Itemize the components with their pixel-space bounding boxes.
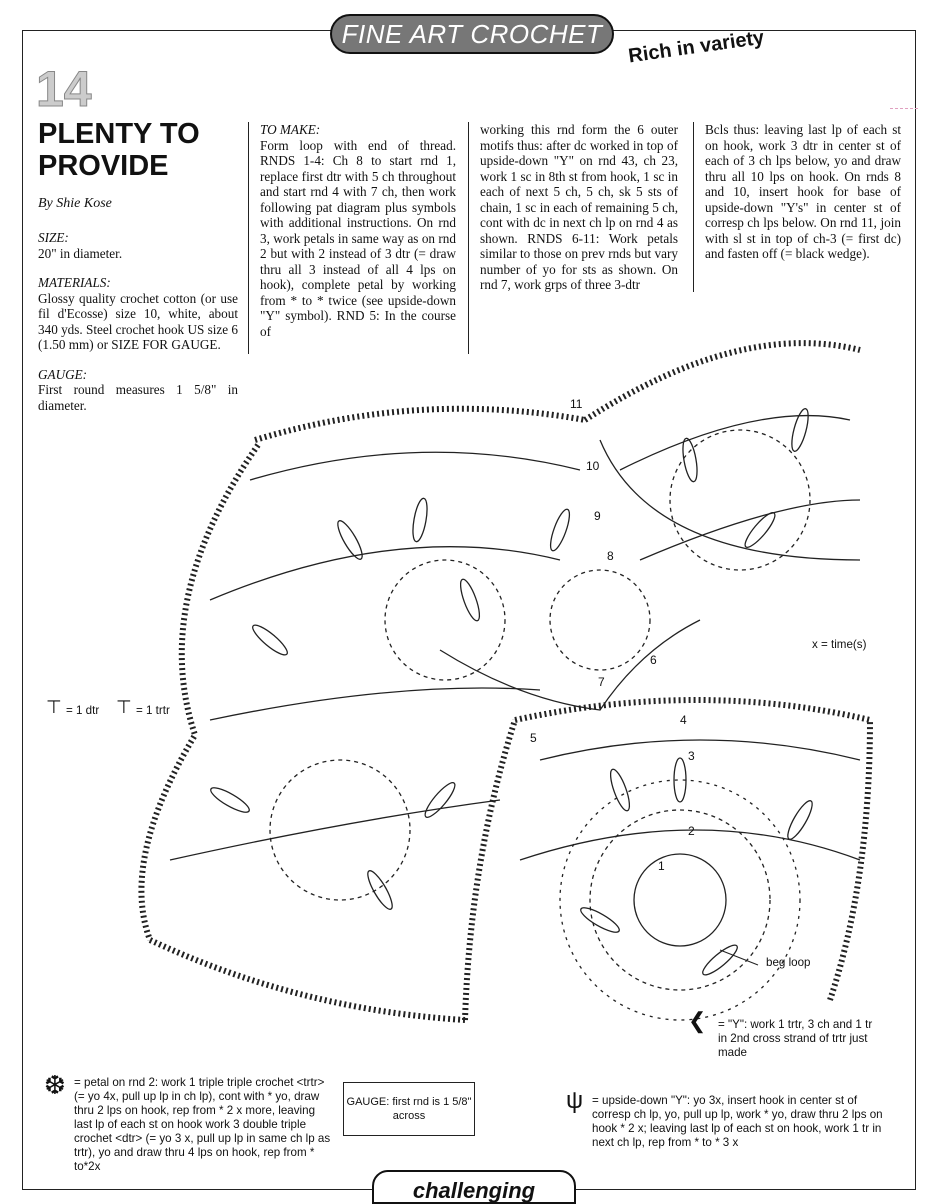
dtr-icon: ⊤ <box>46 700 62 714</box>
dtr-label: = 1 dtr <box>66 704 99 718</box>
difficulty-badge: challenging <box>372 1170 576 1204</box>
gauge-text: First round measures 1 5/8" in diameter. <box>38 382 238 413</box>
column-divider <box>248 122 249 354</box>
instructions-text-1: Form loop with end of thread. RNDS 1-4: … <box>260 138 456 340</box>
times-label: x = time(s) <box>812 638 866 652</box>
instructions-column-2: working this rnd form the 6 outer motifs… <box>480 122 678 293</box>
column-divider <box>693 122 694 292</box>
beg-loop-label: beg loop <box>766 956 816 970</box>
size-text: 20" in diameter. <box>38 246 238 262</box>
instructions-text-2: working this rnd form the 6 outer motifs… <box>480 122 678 293</box>
petal-icon: ❆ <box>44 1078 66 1092</box>
specs-column: SIZE: 20" in diameter. MATERIALS: Glossy… <box>38 230 238 413</box>
gauge-box: GAUGE: first rnd is 1 5/8" across <box>343 1082 475 1136</box>
instructions-text-3: Bcls thus: leaving last lp of each st on… <box>705 122 901 262</box>
y-symbol-icon: ❮ <box>688 1014 706 1028</box>
instructions-column-1: TO MAKE: Form loop with end of thread. R… <box>260 122 456 339</box>
upside-down-y-icon: ψ <box>566 1094 583 1108</box>
page-number: 14 <box>36 60 92 118</box>
materials-text: Glossy quality crochet cotton (or use fi… <box>38 291 238 353</box>
to-make-label: TO MAKE: <box>260 122 456 138</box>
materials-label: MATERIALS: <box>38 275 238 291</box>
section-banner: FINE ART CROCHET <box>330 14 614 54</box>
petal-legend: = petal on rnd 2: work 1 triple triple c… <box>74 1076 336 1174</box>
trtr-label: = 1 trtr <box>136 704 170 718</box>
instructions-column-3: Bcls thus: leaving last lp of each st on… <box>705 122 901 262</box>
upside-down-y-legend: = upside-down "Y": yo 3x, insert hook in… <box>592 1094 892 1150</box>
banner-text: FINE ART CROCHET <box>342 19 603 50</box>
edge-mark <box>890 108 918 109</box>
gauge-label: GAUGE: <box>38 367 238 383</box>
size-label: SIZE: <box>38 230 238 246</box>
column-divider <box>468 122 469 354</box>
article-title: PLENTY TO PROVIDE <box>38 118 248 182</box>
difficulty-label: challenging <box>413 1178 535 1204</box>
byline: By Shie Kose <box>38 196 112 212</box>
y-symbol-legend: = "Y": work 1 trtr, 3 ch and 1 tr in 2nd… <box>718 1018 878 1060</box>
trtr-icon: ⊤ <box>116 700 132 714</box>
